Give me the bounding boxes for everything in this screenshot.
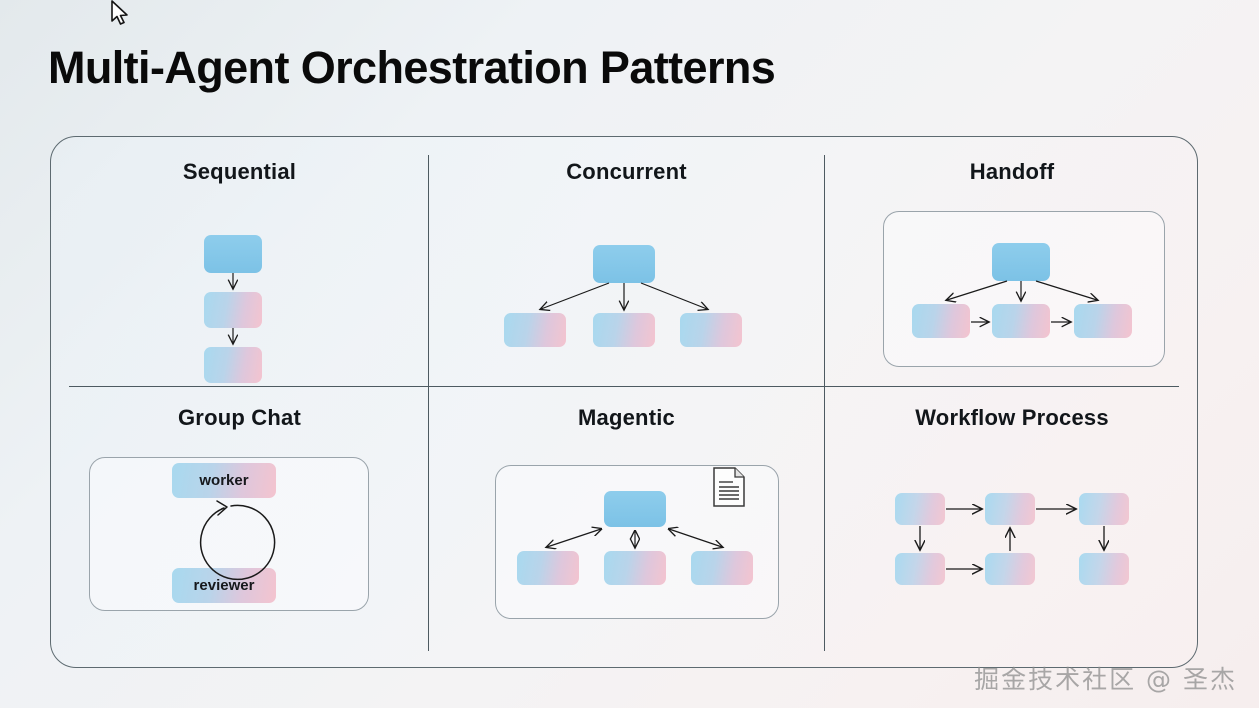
node-orchestrator[interactable]: [604, 491, 666, 527]
node-step-1[interactable]: [895, 493, 945, 525]
pattern-cell-handoff[interactable]: Handoff: [825, 159, 1197, 386]
pattern-title-concurrent: Concurrent: [566, 159, 687, 184]
node-agent-1[interactable]: [912, 304, 970, 338]
node-agent-3[interactable]: [680, 313, 742, 347]
node-agent-2[interactable]: [204, 347, 262, 383]
node-agent-2[interactable]: [593, 313, 655, 347]
node-agent-1[interactable]: [504, 313, 566, 347]
node-agent-3[interactable]: [1074, 304, 1132, 338]
pattern-cell-sequential[interactable]: Sequential: [51, 159, 428, 386]
node-step-6[interactable]: [1079, 553, 1129, 585]
divider-horizontal: [69, 386, 1179, 388]
divider-vertical-right: [824, 155, 826, 651]
pattern-title-sequential: Sequential: [182, 159, 297, 184]
node-reviewer[interactable]: reviewer: [172, 568, 276, 603]
node-worker[interactable]: worker: [172, 463, 276, 498]
patterns-board: Sequential Concurrent: [50, 136, 1198, 668]
node-orchestrator[interactable]: [992, 243, 1050, 281]
pattern-cell-workflow-process[interactable]: Workflow Process: [825, 405, 1198, 651]
node-orchestrator[interactable]: [204, 235, 262, 273]
node-step-4[interactable]: [895, 553, 945, 585]
mouse-pointer-icon: [111, 0, 128, 25]
pattern-title-handoff: Handoff: [969, 159, 1055, 184]
watermark: 掘金技术社区 @ 圣杰: [974, 665, 1237, 694]
document-icon: [713, 467, 745, 507]
node-step-5[interactable]: [985, 553, 1035, 585]
divider-vertical-left: [428, 155, 430, 651]
pattern-cell-magentic[interactable]: Magentic: [429, 405, 824, 651]
node-agent-2[interactable]: [604, 551, 666, 585]
pattern-cell-group-chat[interactable]: Group Chat worker reviewer: [51, 405, 428, 651]
pattern-title-workflow-process: Workflow Process: [915, 405, 1109, 430]
node-agent-1[interactable]: [204, 292, 262, 328]
pattern-title-group-chat: Group Chat: [178, 405, 301, 430]
page-title: Multi-Agent Orchestration Patterns: [48, 42, 776, 93]
handoff-container: [883, 211, 1165, 367]
node-step-2[interactable]: [985, 493, 1035, 525]
arrows-workflow-process: [825, 405, 1198, 651]
pattern-title-magentic: Magentic: [578, 405, 675, 430]
node-step-3[interactable]: [1079, 493, 1129, 525]
node-orchestrator[interactable]: [593, 245, 655, 283]
node-agent-3[interactable]: [691, 551, 753, 585]
pattern-cell-concurrent[interactable]: Concurrent: [429, 159, 824, 386]
node-agent-1[interactable]: [517, 551, 579, 585]
node-agent-2[interactable]: [992, 304, 1050, 338]
